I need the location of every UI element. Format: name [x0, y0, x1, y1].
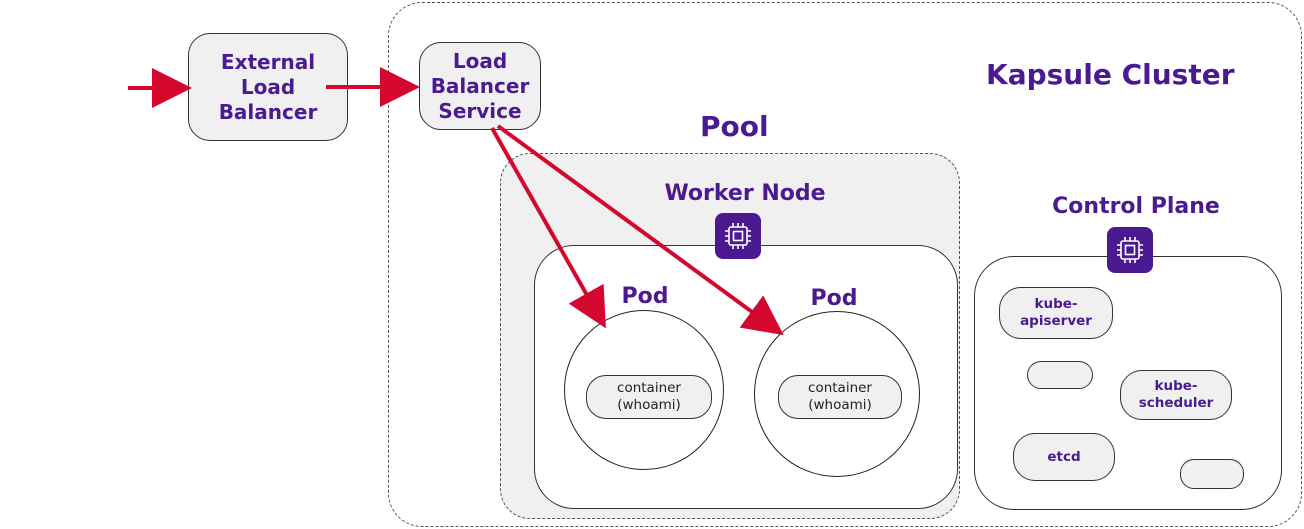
container-whoami-2[interactable]: container (whoami) [778, 375, 902, 419]
load-balancer-service[interactable]: Load Balancer Service [419, 42, 541, 130]
kube-apiserver[interactable]: kube-apiserver [999, 287, 1113, 339]
service-to-pod-1-arrow [490, 127, 606, 329]
etcd[interactable]: etcd [1013, 433, 1115, 481]
cpu-chip-icon [715, 213, 761, 259]
container-whoami-1[interactable]: container (whoami) [586, 375, 712, 419]
load-balancer-service-label: Load Balancer Service [430, 48, 530, 123]
etcd-label: etcd [1047, 448, 1081, 465]
container-label: container (whoami) [617, 380, 681, 413]
kube-apiserver-label: kube-apiserver [1020, 296, 1092, 329]
kube-scheduler[interactable]: kube-scheduler [1120, 370, 1232, 420]
pool-title: Pool [700, 110, 769, 143]
placeholder-component [1180, 459, 1244, 489]
pod-label: Pod [810, 286, 858, 311]
external-load-balancer-label: External Load Balancer [218, 49, 318, 124]
container-label: container (whoami) [808, 380, 872, 413]
pod-label: Pod [621, 284, 669, 309]
placeholder-component [1027, 361, 1093, 389]
kube-scheduler-label: kube-scheduler [1138, 378, 1214, 411]
cpu-chip-icon [1107, 227, 1153, 273]
cluster-title: Kapsule Cluster [986, 58, 1235, 91]
worker-node-title: Worker Node [664, 181, 826, 206]
service-to-pod-2-arrow [496, 124, 784, 336]
control-plane-title: Control Plane [1052, 194, 1220, 219]
external-load-balancer[interactable]: External Load Balancer [188, 33, 348, 141]
